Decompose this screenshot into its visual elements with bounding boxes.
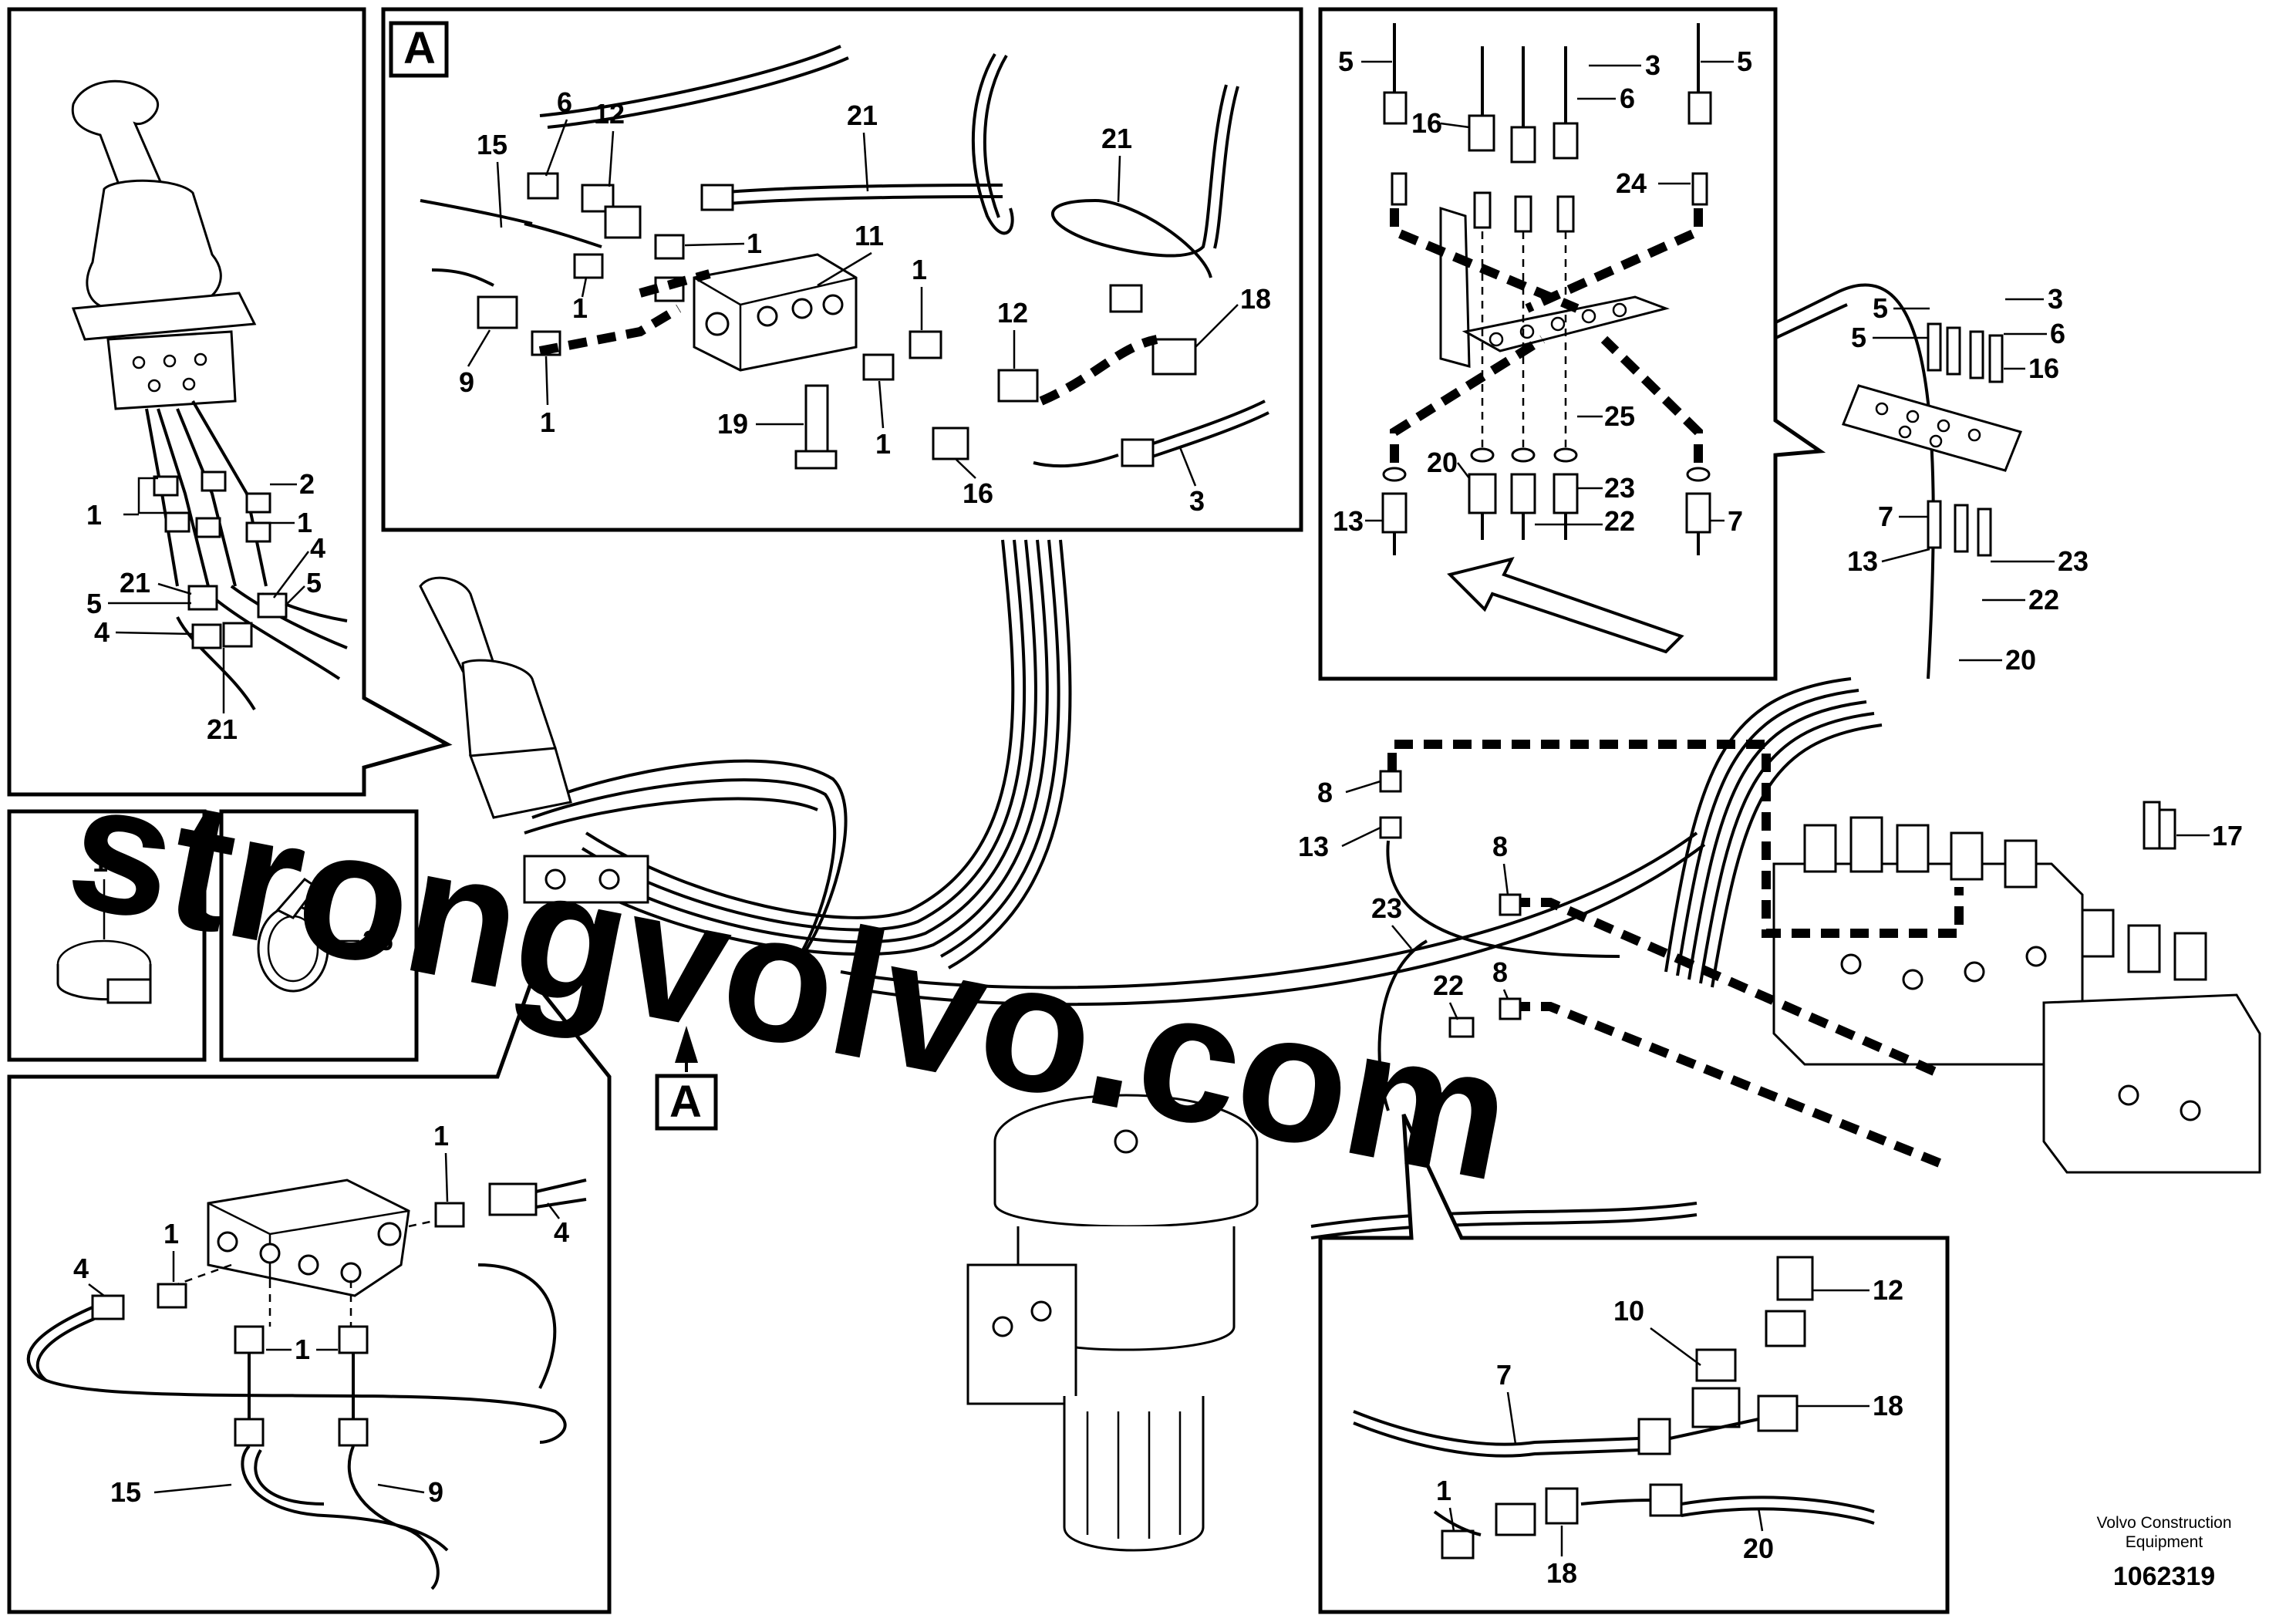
callout-br-20: 20 — [1743, 1533, 1774, 1564]
callout-main-8b: 8 — [1492, 831, 1508, 862]
callout-bl-15: 15 — [110, 1476, 141, 1508]
callout-bl-1b: 1 — [164, 1218, 179, 1249]
callout-r-7: 7 — [1878, 501, 1893, 532]
callout-a-12: 12 — [594, 98, 625, 130]
control-valve — [1772, 801, 2261, 1174]
callout-tl-4b: 4 — [94, 616, 110, 648]
callout-main-23: 23 — [1371, 892, 1402, 924]
callout-bl-9: 9 — [428, 1476, 443, 1508]
callout-a-1e: 1 — [875, 428, 891, 460]
panel-detail-a: A — [381, 7, 1303, 532]
panel-clip-26: 26 — [219, 809, 419, 1062]
callout-tr-13: 13 — [1333, 505, 1364, 537]
panel-joystick-detail: 1 2 1 4 5 21 5 4 21 — [7, 7, 453, 797]
callout-br-12: 12 — [1873, 1274, 1903, 1306]
callout-tl-1a: 1 — [86, 499, 102, 531]
callout-tr-5a: 5 — [1338, 46, 1354, 77]
callout-bl-1a: 1 — [433, 1120, 449, 1152]
callout-a-6: 6 — [557, 86, 572, 118]
callout-tl-21a: 21 — [120, 567, 150, 599]
callout-tl-21b: 21 — [207, 713, 238, 745]
callout-a-1c: 1 — [572, 292, 588, 324]
callout-main-17: 17 — [2212, 820, 2243, 851]
callout-tl-5b: 5 — [86, 588, 102, 619]
callout-tl-2: 2 — [299, 468, 315, 500]
callout-tr-3: 3 — [1645, 49, 1660, 81]
callout-bl-4a: 4 — [554, 1216, 569, 1248]
footer: Volvo Construction Equipment 1062319 — [2096, 1514, 2231, 1591]
callout-br-10: 10 — [1613, 1295, 1644, 1327]
right-plate-group: 5 3 5 6 16 7 13 23 22 20 — [1841, 283, 2089, 676]
callout-main-8a: 8 — [1317, 777, 1333, 808]
panel-clip-14: 14 — [7, 809, 207, 1062]
callout-br-18a: 18 — [1873, 1390, 1903, 1421]
view-a-marker: A — [669, 1077, 702, 1127]
callout-main-22: 22 — [1433, 969, 1464, 1001]
callout-r-16: 16 — [2028, 352, 2059, 384]
callout-r-5a: 5 — [1873, 292, 1888, 324]
view-a-marker-group: A — [655, 1026, 718, 1131]
callout-a-1a: 1 — [747, 228, 762, 259]
callout-clip-14: 14 — [93, 846, 123, 878]
callout-r-6: 6 — [2050, 318, 2065, 349]
callout-a-15: 15 — [477, 129, 507, 160]
callout-tl-4a: 4 — [310, 532, 325, 564]
callout-tl-5a: 5 — [306, 567, 322, 599]
callout-r-23: 23 — [2058, 545, 2089, 577]
callout-r-22: 22 — [2028, 584, 2059, 615]
callout-a-16: 16 — [963, 477, 993, 509]
callout-a-1b: 1 — [912, 254, 927, 285]
detail-a-marker: A — [403, 23, 436, 73]
callout-a-19: 19 — [717, 408, 748, 440]
main-assembly: 8 13 8 23 22 8 17 — [419, 283, 2261, 1552]
panel-block-connection: 1 4 1 1 4 15 9 — [7, 975, 612, 1614]
callout-a-12b: 12 — [997, 297, 1028, 329]
callout-r-3: 3 — [2048, 283, 2063, 315]
callout-main-13: 13 — [1298, 831, 1329, 862]
callout-tr-6: 6 — [1620, 83, 1635, 114]
callout-tr-16: 16 — [1411, 107, 1442, 139]
callout-tr-5b: 5 — [1737, 46, 1752, 77]
callout-r-13: 13 — [1847, 545, 1878, 577]
callout-a-18: 18 — [1240, 283, 1271, 315]
callout-r-5b: 5 — [1851, 322, 1866, 353]
callout-a-21b: 21 — [1101, 123, 1132, 154]
callout-tr-20: 20 — [1427, 447, 1458, 478]
joystick — [419, 576, 649, 904]
panel-fittings-exploded: 5 16 3 6 5 24 20 25 23 13 22 7 — [1318, 7, 1826, 681]
callout-tr-24: 24 — [1616, 167, 1647, 199]
callout-bl-1c: 1 — [295, 1334, 310, 1365]
callout-tr-22: 22 — [1604, 505, 1635, 537]
callout-a-21a: 21 — [847, 99, 878, 131]
callout-main-8c: 8 — [1492, 956, 1508, 988]
panel-swing-fittings: 12 10 7 18 1 18 20 — [1318, 1113, 1950, 1614]
footer-company-line2: Equipment — [2126, 1533, 2203, 1551]
callout-tr-25: 25 — [1604, 400, 1635, 432]
callout-r-20: 20 — [2005, 644, 2036, 676]
callout-bl-4b: 4 — [73, 1253, 89, 1284]
callout-tr-23: 23 — [1604, 472, 1635, 504]
callout-br-1: 1 — [1436, 1475, 1451, 1506]
callout-a-9: 9 — [459, 366, 474, 398]
footer-drawing-number: 1062319 — [2113, 1562, 2215, 1591]
callout-a-1d: 1 — [540, 406, 555, 438]
swing-motor — [966, 1094, 1259, 1552]
callout-tr-7: 7 — [1728, 505, 1743, 537]
callout-clip-26: 26 — [362, 925, 393, 956]
footer-company-line1: Volvo Construction — [2096, 1514, 2231, 1532]
callout-br-18b: 18 — [1546, 1557, 1577, 1589]
callout-a-3: 3 — [1189, 485, 1205, 517]
callout-a-11: 11 — [855, 220, 884, 251]
callout-br-7: 7 — [1496, 1359, 1512, 1391]
callout-tl-1b: 1 — [297, 507, 312, 538]
